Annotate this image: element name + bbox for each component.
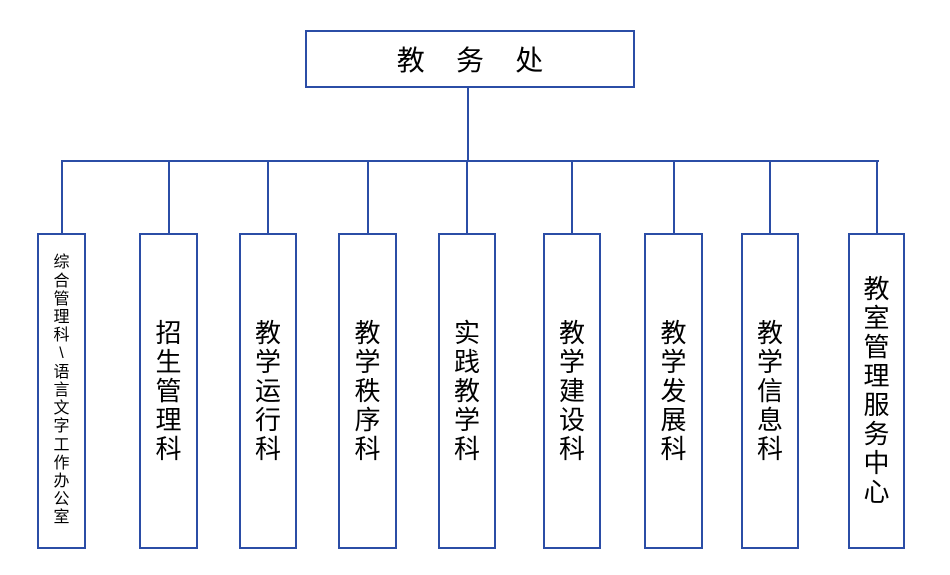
dept-label-char: 信 <box>756 375 783 406</box>
dept-box: 教学信息科 <box>741 233 799 549</box>
dept-label-char: 秩 <box>354 375 381 406</box>
dept-label-char: 学 <box>453 404 480 435</box>
dept-label-char: \ <box>59 345 64 363</box>
dept-label-char: 心 <box>863 477 890 507</box>
dept-label-char: 学 <box>660 346 687 377</box>
dept-label-char: 学 <box>558 346 585 377</box>
dept-box: 教学运行科 <box>239 233 297 549</box>
dept-box: 招生管理科 <box>139 233 198 549</box>
dept-label-char: 室 <box>53 509 70 527</box>
dept-label-char: 教 <box>756 317 783 348</box>
dept-label-char: 公 <box>53 491 70 509</box>
dept-label-char: 字 <box>53 418 70 436</box>
connector-stem <box>467 88 469 162</box>
dept-label-char: 室 <box>863 303 890 333</box>
dept-label-char: 科 <box>254 433 281 464</box>
dept-label-char: 展 <box>660 404 687 435</box>
connector-drop <box>168 160 170 233</box>
dept-box: 综合管理科\语言文字工作办公室 <box>37 233 86 549</box>
dept-label-char: 管 <box>155 375 182 406</box>
dept-label-char: 文 <box>53 400 70 418</box>
connector-drop <box>61 160 63 233</box>
dept-label-char: 科 <box>53 327 70 345</box>
dept-label-char: 运 <box>254 375 281 406</box>
dept-label-char: 教 <box>453 375 480 406</box>
dept-label-char: 务 <box>863 419 890 449</box>
connector-drop <box>673 160 675 233</box>
connector-drop <box>571 160 573 233</box>
dept-label-char: 管 <box>863 332 890 362</box>
connector-drop <box>466 160 468 233</box>
dept-label-char: 办 <box>53 472 70 490</box>
dept-label-char: 教 <box>660 317 687 348</box>
dept-label-char: 服 <box>863 390 890 420</box>
dept-label-char: 学 <box>354 346 381 377</box>
dept-label-char: 行 <box>254 404 281 435</box>
dept-label-char: 生 <box>155 346 182 377</box>
root-box: 教 务 处 <box>305 30 635 88</box>
dept-label-char: 教 <box>558 317 585 348</box>
dept-label-char: 招 <box>155 317 182 348</box>
dept-label-char: 言 <box>53 381 70 399</box>
dept-label-char: 作 <box>53 454 70 472</box>
dept-label-char: 建 <box>558 375 585 406</box>
dept-label-char: 学 <box>254 346 281 377</box>
dept-label-char: 践 <box>453 346 480 377</box>
dept-box: 教学秩序科 <box>338 233 397 549</box>
root-label: 教 务 处 <box>396 45 556 76</box>
dept-label-char: 息 <box>756 404 783 435</box>
connector-drop <box>876 160 878 233</box>
dept-label-char: 理 <box>863 361 890 391</box>
dept-label-char: 序 <box>354 404 381 435</box>
dept-label-char: 设 <box>558 404 585 435</box>
dept-label-char: 工 <box>53 436 70 454</box>
dept-label-char: 综 <box>53 254 70 272</box>
connector-drop <box>267 160 269 233</box>
dept-label-char: 语 <box>53 363 70 381</box>
connector-drop <box>769 160 771 233</box>
dept-label-char: 教 <box>354 317 381 348</box>
dept-label-char: 科 <box>660 433 687 464</box>
dept-box: 实践教学科 <box>438 233 496 549</box>
dept-box: 教学发展科 <box>644 233 703 549</box>
dept-label-char: 理 <box>155 404 182 435</box>
dept-label-char: 理 <box>53 309 70 327</box>
dept-label-char: 科 <box>558 433 585 464</box>
dept-label-char: 教 <box>863 274 890 304</box>
dept-label-char: 教 <box>254 317 281 348</box>
dept-label-char: 发 <box>660 375 687 406</box>
dept-label-char: 实 <box>453 317 480 348</box>
dept-label-char: 中 <box>863 448 890 478</box>
dept-box: 教室管理服务中心 <box>848 233 905 549</box>
connector-rail <box>61 160 879 162</box>
dept-label-char: 合 <box>53 272 70 290</box>
connector-drop <box>367 160 369 233</box>
dept-label-char: 学 <box>756 346 783 377</box>
dept-label-char: 科 <box>155 433 182 464</box>
dept-label-char: 科 <box>453 433 480 464</box>
dept-label-char: 管 <box>53 290 70 308</box>
dept-box: 教学建设科 <box>543 233 601 549</box>
dept-label-char: 科 <box>354 433 381 464</box>
dept-label-char: 科 <box>756 433 783 464</box>
